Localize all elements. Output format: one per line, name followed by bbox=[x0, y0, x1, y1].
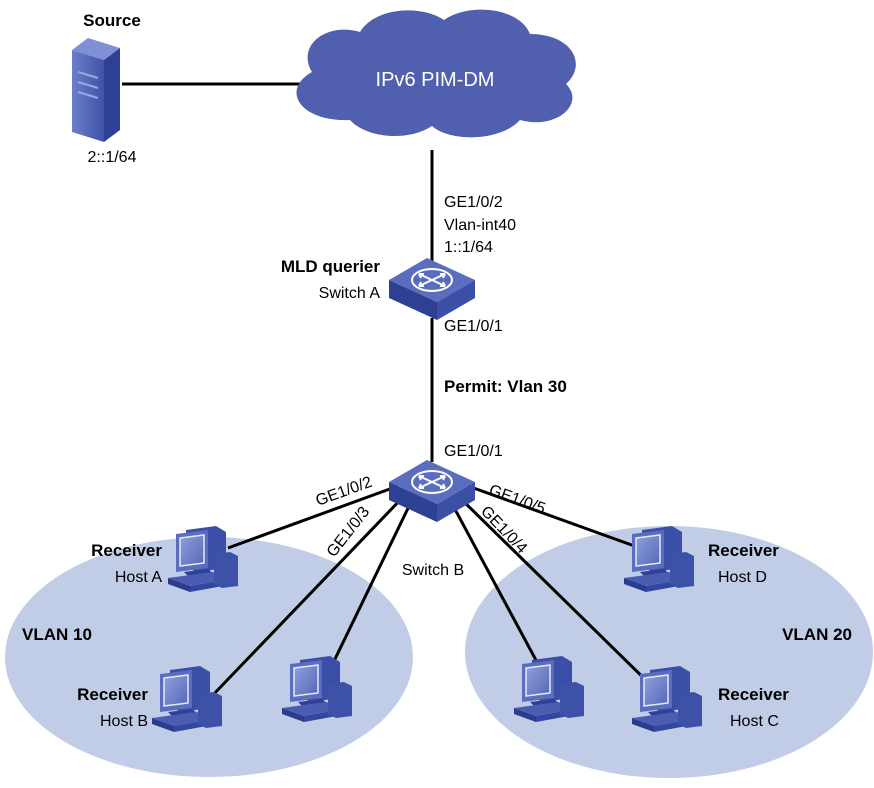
switch-a-uplink-address: 1::1/64 bbox=[444, 239, 493, 256]
link-host-a bbox=[227, 484, 399, 550]
switch-a-downlink-port: GE1/0/1 bbox=[444, 318, 503, 335]
host-a-role: Receiver bbox=[91, 541, 162, 560]
link-host-b bbox=[208, 494, 406, 700]
cloud-icon bbox=[296, 9, 576, 138]
switch-b-name: Switch B bbox=[402, 562, 464, 579]
vlan-20-label: VLAN 20 bbox=[782, 625, 852, 644]
host-d-name: Host D bbox=[718, 569, 767, 586]
host-a-pc-icon bbox=[167, 525, 239, 593]
switch-a-uplink-vlan: Vlan-int40 bbox=[444, 217, 516, 234]
switch-b-port-4: GE1/0/4 bbox=[477, 503, 530, 557]
switch-b-icon bbox=[388, 459, 476, 523]
host-b-role: Receiver bbox=[77, 685, 148, 704]
host-a-name: Host A bbox=[115, 569, 162, 586]
switch-a-icon bbox=[388, 257, 476, 321]
link-host-d bbox=[467, 484, 641, 550]
source-address: 2::1/64 bbox=[88, 149, 137, 166]
server-icon bbox=[72, 38, 120, 142]
cloud-label: IPv6 PIM-DM bbox=[376, 69, 495, 91]
link-host-4 bbox=[448, 499, 554, 691]
trunk-label: Permit: Vlan 30 bbox=[444, 377, 567, 396]
switch-a-role: MLD querier bbox=[281, 257, 381, 276]
host-d-role: Receiver bbox=[708, 541, 779, 560]
link-host-3 bbox=[318, 499, 414, 691]
switch-a-uplink-port: GE1/0/2 bbox=[444, 194, 503, 211]
switch-a-name: Switch A bbox=[319, 285, 381, 302]
host-c-name: Host C bbox=[730, 713, 779, 730]
switch-b-uplink-port: GE1/0/1 bbox=[444, 443, 503, 460]
vlan-10-label: VLAN 10 bbox=[22, 625, 92, 644]
host-b-name: Host B bbox=[100, 713, 148, 730]
link-host-c bbox=[456, 494, 662, 696]
host-c-role: Receiver bbox=[718, 685, 789, 704]
source-title: Source bbox=[83, 11, 141, 30]
